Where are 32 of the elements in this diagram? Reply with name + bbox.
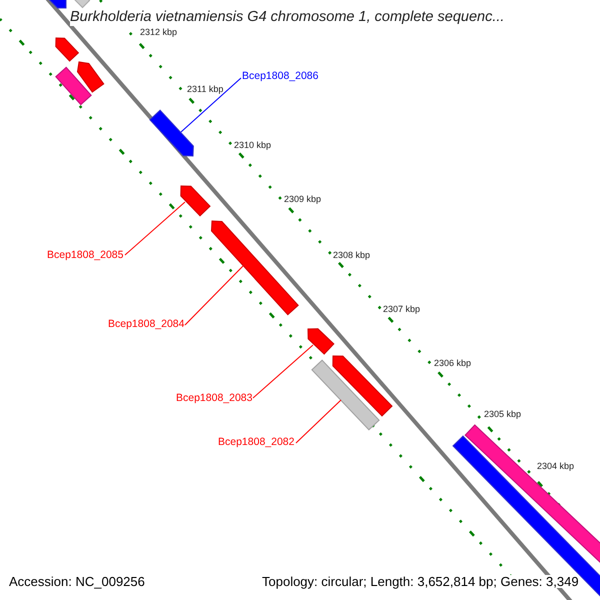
- sequence-info-text: Topology: circular; Length: 3,652,814 bp; Genes: 3,349: [262, 575, 579, 588]
- tick-label: 2309 kbp: [284, 195, 322, 204]
- gene-feature: [76, 61, 104, 93]
- gene-label: Bcep1808_2083: [176, 393, 252, 404]
- gene-feature: [180, 186, 211, 216]
- gene-feature: [308, 328, 334, 355]
- leader-line: [124, 202, 186, 256]
- gene-feature: [332, 356, 393, 417]
- gene-feature: [149, 110, 194, 157]
- title: Burkholderia vietnamiensis G4 chromosome 1, complete sequenc...: [70, 9, 504, 26]
- leader-line: [180, 78, 242, 132]
- tick-label: 2311 kbp: [187, 85, 224, 94]
- gene-feature: [47, 0, 66, 8]
- accession-text: Accession: NC_009256: [9, 575, 145, 588]
- gene-label: Bcep1808_2082: [218, 437, 294, 448]
- gene-label: Bcep1808_2086: [242, 71, 318, 82]
- tick-label: 2310 kbp: [234, 141, 272, 150]
- gene-label: Bcep1808_2084: [108, 319, 184, 330]
- gene-feature: [311, 360, 380, 430]
- tick-label: 2308 kbp: [333, 251, 370, 260]
- tick-label: 2304 kbp: [537, 462, 574, 471]
- tick-label: 2307 kbp: [383, 305, 420, 314]
- leader-line: [252, 344, 314, 398]
- gene-feature: [55, 66, 92, 106]
- gene-feature: [211, 220, 299, 316]
- leader-line: [296, 400, 342, 444]
- leader-line: [184, 266, 244, 326]
- gene-label: Bcep1808_2085: [47, 250, 124, 260]
- gene-feature: [55, 37, 80, 62]
- tick-label: 2306 kbp: [434, 359, 472, 368]
- tick-label: 2312 kbp: [140, 28, 178, 37]
- tick-label: 2305 kbp: [484, 410, 522, 419]
